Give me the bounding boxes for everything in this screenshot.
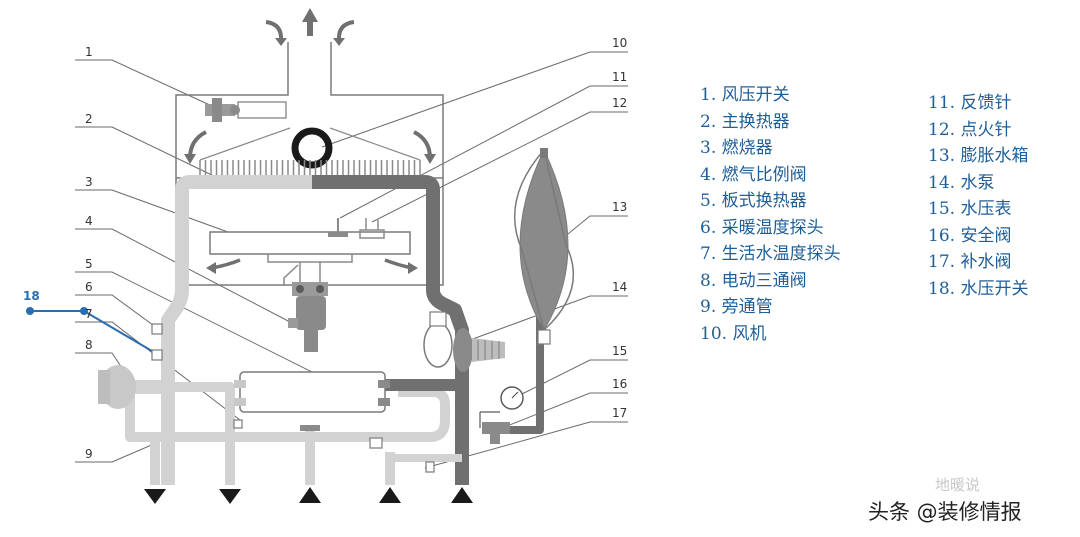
legend-item-18: 18. 水压开关 — [928, 278, 1029, 299]
callout-number-12: 12 — [612, 96, 627, 110]
gas-proportional-valve — [288, 282, 328, 352]
callout-number-11: 11 — [612, 70, 627, 84]
legend-item-1: 1. 风压开关 — [700, 85, 790, 105]
gas-cock — [300, 425, 320, 431]
three-way-valve — [98, 365, 136, 409]
callout-18-line — [26, 307, 158, 355]
flue-arrowhead-left-icon — [184, 154, 196, 164]
air-arrowhead-left-icon — [206, 262, 216, 274]
main-heat-exchanger-fins — [199, 160, 421, 176]
gas-in-arrow-up-icon — [299, 487, 321, 503]
air-arrow-right-icon — [384, 258, 413, 270]
burner — [209, 231, 411, 255]
bypass-pipe — [125, 387, 450, 442]
flow-sensor — [369, 437, 383, 449]
water-pump — [423, 311, 505, 372]
legend-item-7: 7. 生活水温度探头 — [700, 244, 841, 264]
gas-manifold — [267, 254, 353, 286]
legend-item-17: 17. 补水阀 — [928, 252, 1012, 272]
ignition-electrode — [359, 218, 385, 239]
intake-arrowhead-right-icon — [333, 38, 345, 46]
legend-item-14: 14. 水泵 — [928, 172, 995, 193]
legend-item-2: 2. 主换热器 — [700, 111, 790, 132]
callout-number-15: 15 — [612, 344, 627, 358]
water-pressure-switch — [151, 349, 163, 361]
intake-arrow-left-icon — [265, 20, 284, 41]
legend-left: 1. 风压开关 2. 主换热器 3. 燃烧器 4. 燃气比例阀 5. 板式换热器… — [700, 82, 841, 347]
cold-in-arrow-up-icon — [379, 487, 401, 503]
legend-item-13: 13. 膨胀水箱 — [928, 146, 1029, 166]
legend-item-3: 3. 燃烧器 — [700, 138, 773, 158]
watermark-toutiao: 头条 @装修情报 — [868, 500, 1022, 524]
heating-return-arrow-up-icon — [451, 487, 473, 503]
fan — [291, 127, 333, 169]
callout-number-7: 7 — [85, 307, 93, 321]
heating-out-arrow-down-icon — [144, 489, 166, 504]
callout-number-18: 18 — [23, 289, 40, 303]
watermark-wechat: 地暖说 — [935, 476, 981, 494]
heating-flow-pipe — [312, 175, 469, 485]
dhw-out-arrow-down-icon — [219, 489, 241, 504]
legend-item-4: 4. 燃气比例阀 — [700, 164, 807, 185]
air-pressure-switch — [205, 98, 287, 122]
callout-number-6: 6 — [85, 280, 93, 294]
callout-number-5: 5 — [85, 257, 93, 271]
legend-item-16: 16. 安全阀 — [928, 225, 1012, 246]
exhaust-arrow-up-icon — [302, 8, 318, 36]
legend-item-5: 5. 板式换热器 — [700, 191, 807, 211]
air-arrowhead-right-icon — [408, 262, 418, 274]
callout-number-14: 14 — [612, 280, 627, 294]
dhw-temp-sensor — [233, 419, 243, 429]
fill-valve — [425, 461, 435, 473]
legend-item-12: 12. 点火针 — [928, 119, 1012, 140]
callout-number-3: 3 — [85, 175, 93, 189]
intake-arrow-right-icon — [336, 20, 355, 41]
callout-number-1: 1 — [85, 45, 93, 59]
callout-number-9: 9 — [85, 447, 93, 461]
flue-arrowhead-right-icon — [424, 154, 436, 164]
legend-right: 11. 反馈针 12. 点火针 13. 膨胀水箱 14. 水泵 15. 水压表 … — [928, 90, 1028, 302]
callout-number-16: 16 — [612, 377, 627, 391]
feedback-electrode — [328, 218, 348, 237]
flue-hood — [199, 127, 421, 161]
callout-number-4: 4 — [85, 214, 93, 228]
callout-number-17: 17 — [612, 406, 627, 420]
heating-temp-sensor — [151, 323, 163, 335]
pressure-gauge — [479, 386, 524, 428]
intake-arrowhead-left-icon — [275, 38, 287, 46]
legend-item-11: 11. 反馈针 — [928, 93, 1012, 113]
expansion-vessel — [513, 148, 575, 345]
dhw-out-pipe — [170, 382, 235, 485]
legend-item-6: 6. 采暖温度探头 — [700, 217, 824, 238]
legend-item-9: 9. 旁通管 — [700, 297, 773, 317]
legend-item-8: 8. 电动三通阀 — [700, 270, 807, 291]
callout-number-8: 8 — [85, 338, 93, 352]
leader-lines-left — [75, 59, 349, 463]
callout-number-13: 13 — [612, 200, 627, 214]
safety-valve — [482, 422, 510, 444]
callout-number-10: 10 — [612, 36, 627, 50]
air-arrow-left-icon — [211, 258, 241, 270]
plate-heat-exchanger — [234, 371, 390, 413]
heating-return-pipe — [161, 175, 312, 485]
legend-item-10: 10. 风机 — [700, 323, 767, 344]
legend-item-15: 15. 水压表 — [928, 199, 1012, 219]
callout-number-2: 2 — [85, 112, 93, 126]
